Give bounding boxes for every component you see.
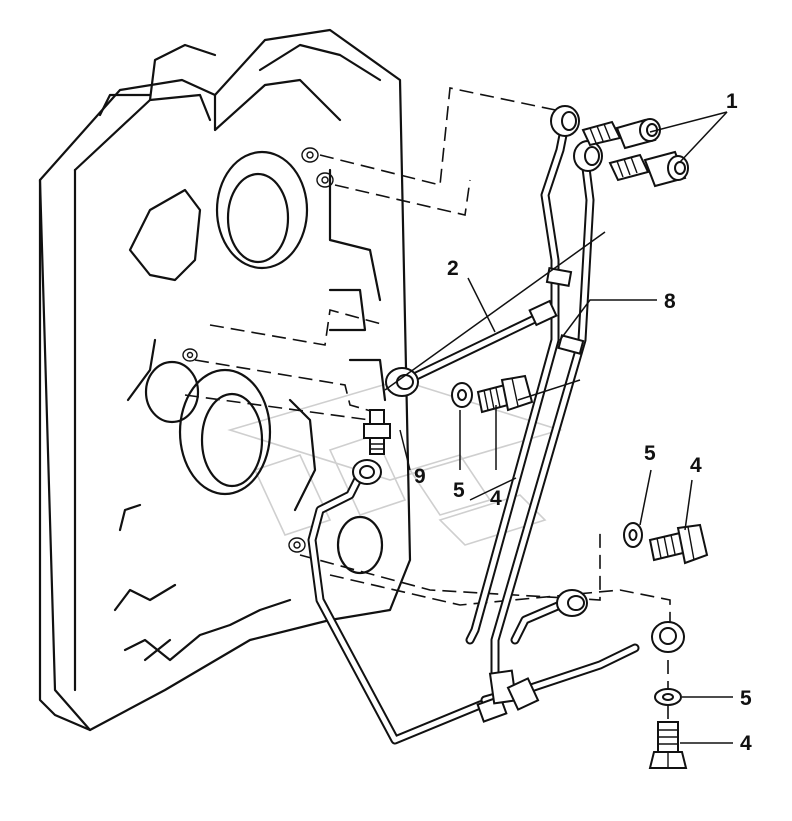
banjo-eye-right bbox=[556, 589, 588, 617]
housing-port-lower bbox=[288, 537, 306, 553]
callout-1: 1 bbox=[726, 90, 738, 113]
callout-4-lower: 4 bbox=[740, 732, 752, 755]
callout-4-middle: 4 bbox=[490, 487, 502, 510]
banjo-eye-top-1 bbox=[550, 105, 580, 137]
housing-port-upper-2 bbox=[316, 172, 334, 188]
pipe-2 bbox=[385, 299, 558, 397]
callout-leaders bbox=[384, 111, 733, 744]
callout-9: 9 bbox=[414, 465, 426, 488]
banjo-eye-top-2 bbox=[573, 140, 603, 172]
upper-bore bbox=[215, 150, 309, 270]
banjo-bolt-4-lower bbox=[648, 721, 688, 769]
lower-bore bbox=[144, 360, 317, 512]
housing-right-boss bbox=[336, 515, 384, 575]
adapter-fitting-1-upper bbox=[581, 118, 661, 150]
callout-labels: 1 2 8 9 5 4 5 4 5 4 bbox=[414, 90, 752, 755]
pipe-coupling-upper bbox=[545, 267, 573, 287]
housing-port-upper-1 bbox=[301, 147, 319, 163]
pipe-tee-lower bbox=[476, 669, 540, 723]
adapter-fitting-1-lower bbox=[608, 150, 689, 188]
callout-4-right: 4 bbox=[690, 454, 702, 477]
washer-5-middle bbox=[451, 382, 473, 408]
gearbox-housing-plate bbox=[38, 28, 412, 732]
banjo-bolt-4-middle bbox=[476, 374, 534, 414]
banjo-bolt-4-right bbox=[648, 523, 709, 565]
washer-5-right bbox=[623, 522, 643, 548]
assembly-dashed-lines bbox=[184, 87, 671, 730]
callout-5-lower: 5 bbox=[740, 687, 752, 710]
banjo-eye-lower bbox=[651, 621, 685, 653]
housing-port-mid bbox=[182, 348, 198, 362]
callout-5-right: 5 bbox=[644, 442, 656, 465]
pipe-coupling-middle bbox=[557, 334, 585, 355]
callout-2: 2 bbox=[447, 257, 459, 280]
callout-5-middle: 5 bbox=[453, 479, 465, 502]
callout-8: 8 bbox=[664, 290, 676, 313]
union-fitting-9 bbox=[352, 409, 391, 485]
pipe-8 bbox=[307, 120, 640, 745]
washer-5-lower bbox=[654, 688, 682, 706]
